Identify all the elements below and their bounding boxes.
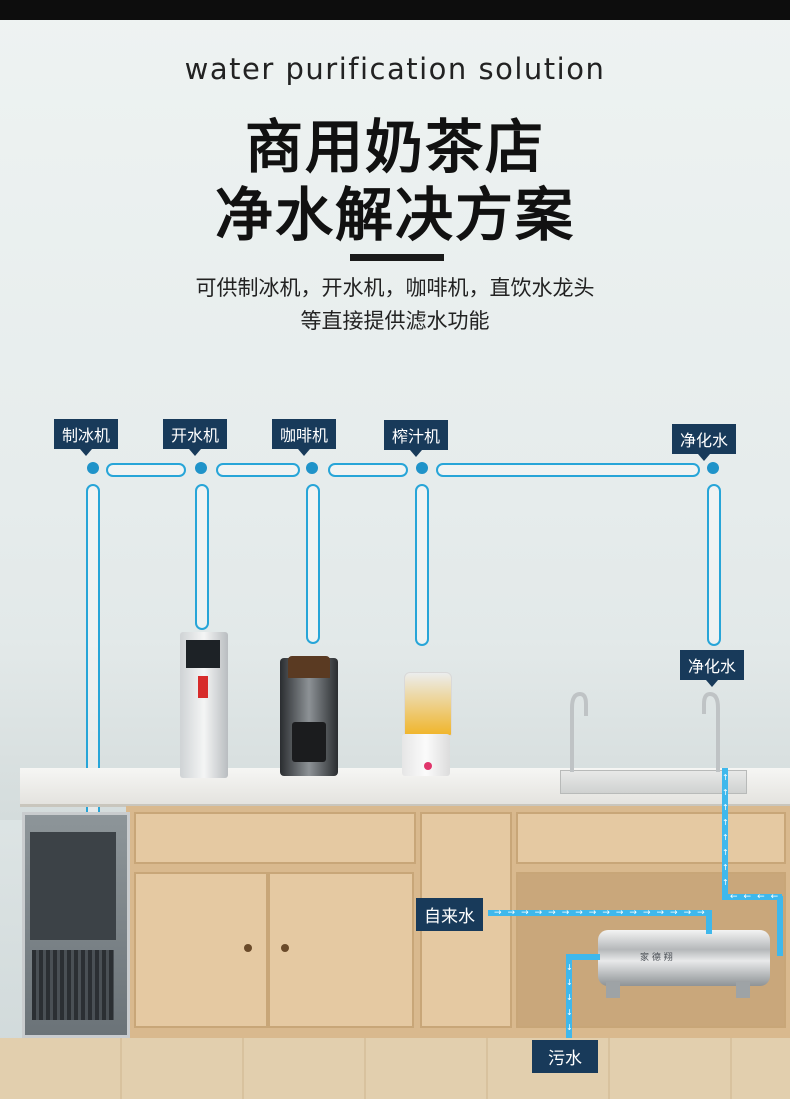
title-divider xyxy=(350,254,444,261)
tag-tap-water: 自来水 xyxy=(416,898,483,931)
filter-leg xyxy=(736,982,750,998)
tag-coffee-machine: 咖啡机 xyxy=(272,419,337,456)
flow-arrows: ←←←← xyxy=(730,893,778,901)
water-boiler-display xyxy=(186,640,220,668)
pipe-to-coffee-machine xyxy=(306,484,320,644)
tag-waste-water: 污水 xyxy=(532,1040,598,1073)
pipe-segment xyxy=(328,463,408,477)
cabinet-door-right xyxy=(268,872,414,1028)
drawer-panel xyxy=(516,812,786,864)
wooden-floor xyxy=(0,1038,790,1099)
top-bar xyxy=(0,0,790,20)
tag-ice-maker: 制冰机 xyxy=(54,419,119,456)
sink xyxy=(560,770,747,794)
flow-filter-out xyxy=(777,896,783,956)
junction-dot xyxy=(416,462,428,474)
pipe-segment xyxy=(106,463,186,477)
pipe-to-juicer xyxy=(415,484,429,646)
drawer-panel xyxy=(134,812,416,864)
juicer-button xyxy=(424,762,432,770)
junction-dot xyxy=(707,462,719,474)
flow-tap-water-in xyxy=(488,910,712,916)
junction-dot xyxy=(306,462,318,474)
title-line-2: 净水解决方案 xyxy=(214,181,575,249)
door-knob xyxy=(244,944,252,952)
door-knob xyxy=(281,944,289,952)
water-filter-unit xyxy=(598,930,770,986)
water-boiler-tap xyxy=(198,676,208,698)
tag-water-boiler: 开水机 xyxy=(163,419,228,456)
flow-into-filter xyxy=(706,910,712,934)
tag-purified-water-faucet: 净化水 xyxy=(680,650,745,687)
tag-juicer: 榨汁机 xyxy=(384,420,449,457)
title-line-1: 商用奶茶店 xyxy=(244,113,545,181)
pipe-segment xyxy=(216,463,300,477)
ice-maker-door xyxy=(30,832,116,940)
tag-purified-water-top: 净化水 xyxy=(672,424,737,461)
description-line-2: 等直接提供滤水功能 xyxy=(300,309,490,333)
flow-waste-connector xyxy=(566,954,600,960)
junction-dot xyxy=(195,462,207,474)
subtitle-english: water purification solution xyxy=(184,52,606,86)
ice-maker-grill xyxy=(32,950,114,1020)
pipe-to-faucet xyxy=(707,484,721,646)
junction-dot xyxy=(87,462,99,474)
pipe-segment xyxy=(436,463,700,477)
flow-waste-out xyxy=(566,954,572,1038)
juicer-jar xyxy=(404,672,452,736)
tap-faucet-icon xyxy=(570,691,588,772)
purified-faucet-icon xyxy=(702,691,720,772)
pipe-to-water-boiler xyxy=(195,484,209,630)
filter-brand: 家 德 翔 xyxy=(640,953,673,963)
coffee-pot xyxy=(292,722,326,762)
filter-leg xyxy=(606,982,620,998)
flow-up-to-faucet xyxy=(722,768,728,900)
flow-arrows: ↑↑↑↑↑↑↑↑ xyxy=(722,773,728,887)
flow-arrows: ↓↓↓↓↓ xyxy=(566,963,572,1032)
flow-arrows: →→→→→→→→→→→→→→→→ xyxy=(494,909,708,917)
description-line-1: 可供制冰机，开水机，咖啡机，直饮水龙头 xyxy=(195,276,595,300)
coffee-bean-hopper xyxy=(288,656,330,678)
flow-return xyxy=(724,894,782,900)
